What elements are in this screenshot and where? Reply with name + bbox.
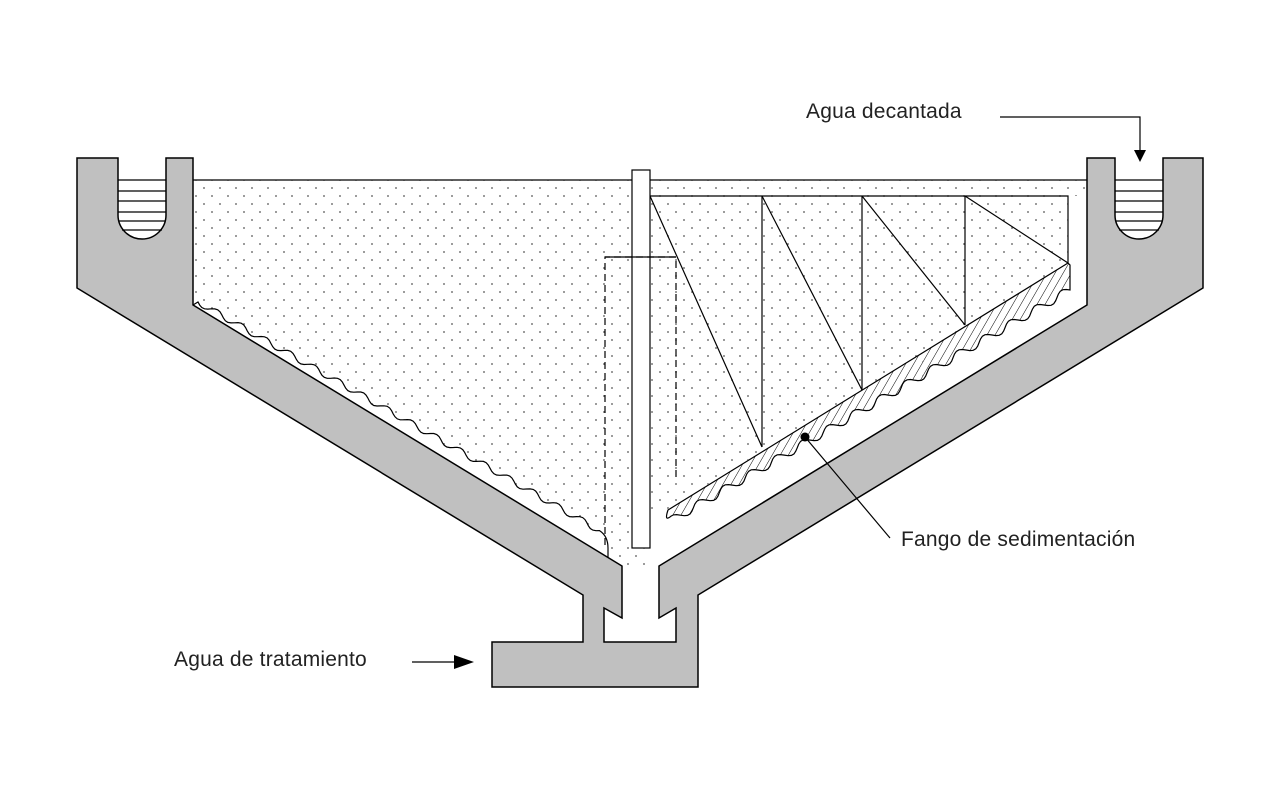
label-treatment-water: Agua de tratamiento: [174, 648, 367, 671]
feed-skirt: [604, 256, 677, 545]
arrow-down-icon: [1134, 150, 1146, 162]
arrow-right-icon: [454, 655, 474, 669]
label-sludge: Fango de sedimentación: [901, 528, 1136, 551]
right-channel-water: [1115, 179, 1163, 231]
central-shaft: [631, 169, 651, 549]
right-clear-zone: [650, 196, 1087, 566]
left-wall: [76, 157, 1204, 688]
decanted-leader-line: [1000, 116, 1141, 150]
scraper-frame: [649, 195, 1069, 448]
label-decanted-water: Agua decantada: [806, 100, 962, 123]
sludge-leader-line: [804, 436, 891, 539]
sludge-band: [665, 262, 1071, 519]
left-channel-water: [118, 179, 166, 231]
